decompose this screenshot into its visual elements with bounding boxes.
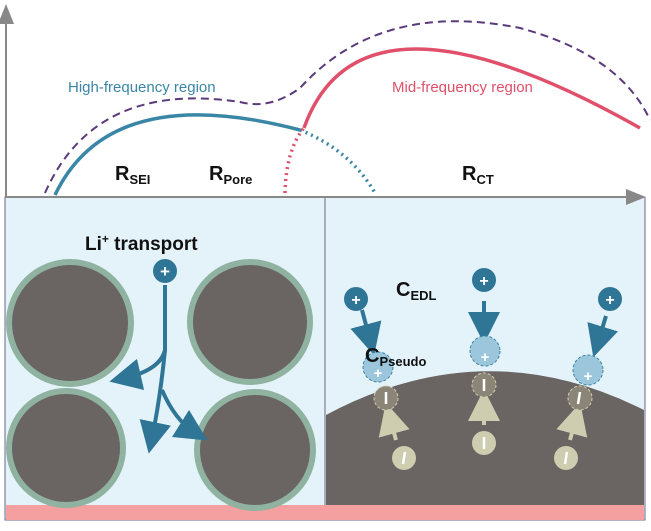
- active-particles: [6, 259, 316, 511]
- ct-semicircle-extrapolated: [283, 126, 306, 194]
- li-transport-arrows: [109, 285, 208, 454]
- cations-edl: + + +: [344, 268, 622, 358]
- r-ct-label: RCT: [462, 163, 494, 187]
- sei-semicircle: [53, 113, 301, 196]
- ct-semicircle: [302, 47, 641, 130]
- svg-text:+: +: [584, 368, 593, 385]
- sei-semicircle-extrapolated: [299, 128, 377, 194]
- r-pore-label: RPore: [209, 163, 252, 187]
- c-edl-label: CEDL: [396, 279, 437, 303]
- anions: [373, 372, 593, 470]
- svg-text:+: +: [374, 365, 383, 382]
- cation-icon: +: [153, 259, 177, 283]
- mid-frequency-label: Mid-frequency region: [392, 79, 533, 96]
- svg-text:+: +: [351, 292, 360, 309]
- c-pseudo-label: CPseudo: [365, 345, 426, 369]
- svg-text:+: +: [479, 273, 488, 290]
- svg-text:+: +: [160, 262, 170, 281]
- adsorbed-plus-signs: + + +: [374, 349, 593, 385]
- svg-text:+: +: [605, 292, 614, 309]
- r-sei-label: RSEI: [115, 163, 150, 187]
- high-frequency-label: High-frequency region: [68, 79, 216, 96]
- adsorbed-cations: [362, 335, 604, 386]
- svg-text:+: +: [481, 349, 490, 366]
- current-collector: [6, 505, 644, 520]
- li-transport-label: Li+ transport: [85, 232, 198, 255]
- overall-spectrum-envelope: [44, 20, 651, 194]
